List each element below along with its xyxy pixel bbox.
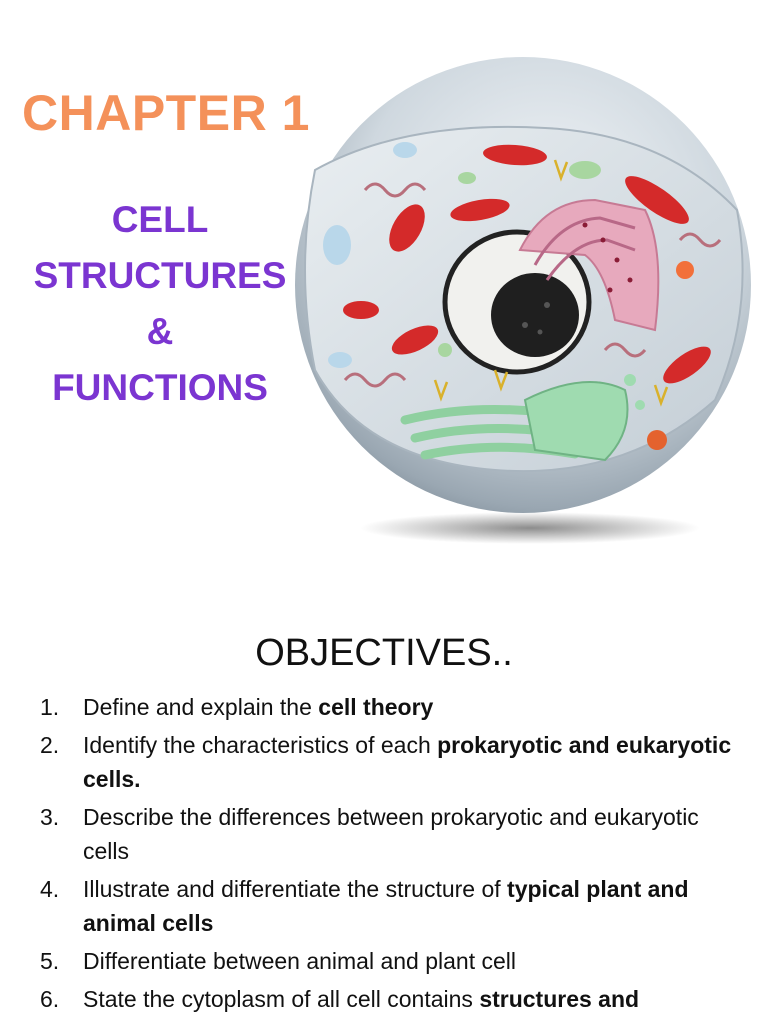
objective-number: 6. (40, 986, 60, 1012)
title-line-structures: STRUCTURES (33, 255, 287, 296)
objective-text-bold: structures and (479, 986, 640, 1012)
objective-number: 4. (40, 876, 60, 902)
rough-endoplasmic-reticulum (518, 198, 660, 332)
mitochondria (343, 144, 711, 384)
objective-number: 1. (40, 694, 60, 720)
objective-number: 5. (40, 948, 60, 974)
objective-item: 5. Differentiate between animal and plant… (40, 944, 740, 978)
objective-text: Differentiate between animal and plant c… (83, 948, 517, 974)
objective-item: 4. Illustrate and differentiate the struc… (40, 872, 740, 940)
title-line-cell: CELL (111, 199, 209, 240)
objective-item: 2. Identify the characteristics of each p… (40, 728, 740, 796)
objective-text-bold: prokaryotic and eukaryotic cells. (83, 732, 732, 792)
objective-text-bold: cell theory (318, 694, 434, 720)
slide-title: CELL STRUCTURES & FUNCTIONS (20, 192, 300, 416)
objective-text-bold: typical plant and animal cells (83, 876, 689, 936)
objective-text: Illustrate and differentiate the structu… (83, 876, 508, 902)
centrioles (433, 159, 669, 407)
objective-item: 6. State the cytoplasm of all cell contai… (40, 982, 740, 1016)
objective-item: 3. Describe the differences between proka… (40, 800, 740, 868)
objectives-list: 1. Define and explain the cell theory 2. I… (40, 690, 740, 1020)
chapter-title: CHAPTER 1 (22, 85, 310, 141)
title-line-ampersand: & (146, 311, 174, 352)
objective-number: 3. (40, 804, 60, 830)
title-line-functions: FUNCTIONS (52, 367, 268, 408)
objective-text: State the cytoplasm of all cell contains (83, 986, 480, 1012)
golgi-apparatus (400, 374, 645, 462)
objective-text: Define and explain the (83, 694, 319, 720)
objective-text: Describe the differences between prokary… (83, 804, 699, 864)
title-slide: CHAPTER 1 CELL STRUCTURES & FUNCTIONS (20, 57, 751, 544)
animal-cell-illustration (295, 57, 751, 544)
nucleus (442, 229, 592, 375)
objective-item: 1. Define and explain the cell theory (40, 690, 740, 724)
objectives-heading: OBJECTIVES.. (255, 632, 513, 674)
objectives-slide: OBJECTIVES.. 1. Define and explain the ce… (0, 620, 768, 1024)
smooth-endoplasmic-reticulum (343, 182, 722, 388)
objective-number: 2. (40, 732, 60, 758)
cell-shadow (360, 512, 700, 544)
vesicles (323, 142, 694, 450)
objective-text: Identify the characteristics of each (83, 732, 438, 758)
